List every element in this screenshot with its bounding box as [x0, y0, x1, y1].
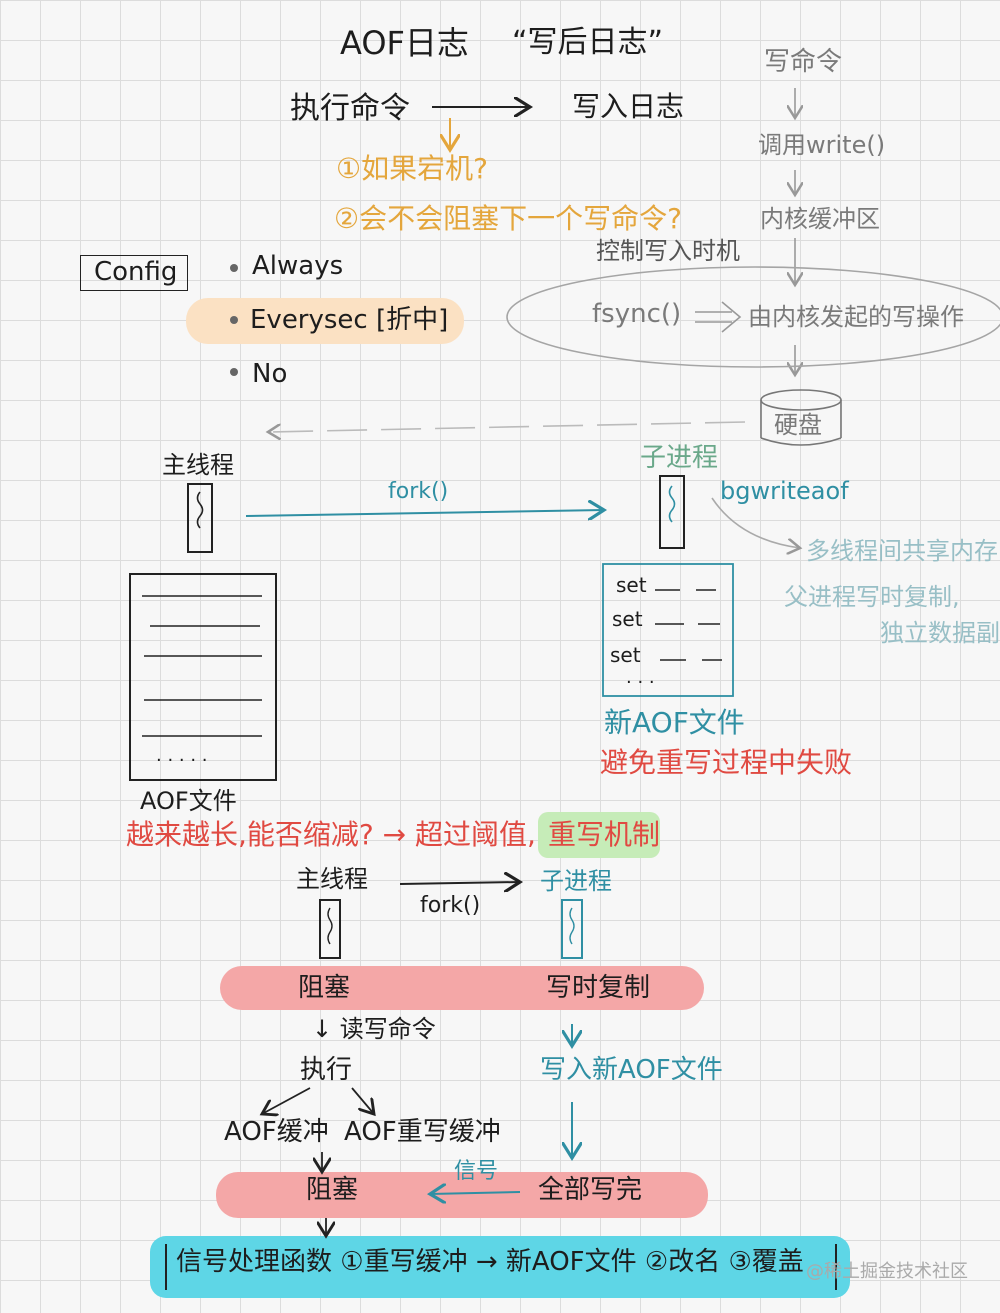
- bottom-child: 子进程: [540, 867, 612, 895]
- aof-rewrite-buffer-label: AOF重写缓冲: [344, 1117, 501, 1147]
- new-aof-box: [602, 563, 734, 697]
- risk-2: ②会不会阻塞下一个写命令?: [334, 202, 682, 235]
- fork-arrow: [245, 510, 604, 516]
- read-write-label: ↓ 读写命令: [312, 1015, 436, 1043]
- signal-arrow: [430, 1192, 521, 1194]
- rewrite-highlight: [538, 812, 660, 858]
- kernel-write-label: 由内核发起的写操作: [748, 303, 964, 331]
- write-after-title: “写后日志”: [512, 25, 664, 60]
- bgrewrite-label: bgwriteaof: [720, 477, 849, 505]
- config-label: Config: [94, 257, 178, 287]
- aof-file-ellipsis: . . . . .: [156, 745, 208, 766]
- bottom-fork: fork(): [420, 893, 481, 918]
- watermark: @稀土掘金技术社区: [806, 1261, 968, 1282]
- avoid-failure-label: 避免重写过程中失败: [600, 746, 853, 779]
- new-aof-ellipsis: . . .: [626, 667, 655, 688]
- main-thread-label: 主线程: [162, 451, 234, 479]
- growth-question: 越来越长,能否缩减? → 超过阈值,: [126, 818, 536, 851]
- write-new-aof-label: 写入新AOF文件: [540, 1055, 723, 1085]
- fork-arrow-bottom: [399, 882, 520, 884]
- aof-buffer-label: AOF缓冲: [224, 1117, 329, 1147]
- set-row-2: set: [612, 607, 643, 631]
- fork-label: fork(): [388, 479, 449, 504]
- exec-label: 执行: [300, 1055, 353, 1085]
- config-box: [80, 255, 188, 291]
- block-bar-1: [220, 966, 704, 1010]
- block-label-1: 阻塞: [298, 973, 351, 1003]
- option-always: Always: [252, 251, 344, 281]
- aof-file-label: AOF文件: [140, 787, 237, 815]
- control-label: 控制写入时机: [596, 237, 740, 265]
- block-bar-2: [216, 1172, 708, 1218]
- set-row-1: set: [616, 573, 647, 597]
- cow-label: 写时复制: [546, 973, 651, 1003]
- bullet-icon: [230, 368, 238, 376]
- block-label-2: 阻塞: [306, 1175, 359, 1205]
- bullet-icon: [230, 264, 238, 272]
- shared-mem-note: 多线程间共享内存: [806, 537, 998, 565]
- all-done-label: 全部写完: [538, 1175, 643, 1205]
- kernel-buf-label: 内核缓冲区: [760, 205, 880, 233]
- risk-1: ①如果宕机?: [336, 152, 488, 185]
- handler-bar: [150, 1236, 850, 1298]
- new-aof-label: 新AOF文件: [604, 706, 745, 739]
- disk-label: 硬盘: [774, 411, 822, 439]
- cow-note: 父进程写时复制,: [784, 583, 960, 611]
- bullet-icon: [230, 316, 238, 324]
- rewrite-mechanism: 重写机制: [548, 818, 661, 851]
- aof-file-box: [129, 573, 277, 781]
- child-label: 子进程: [640, 443, 719, 473]
- signal-handler-label: 信号处理函数 ①重写缓冲 → 新AOF文件 ②改名 ③覆盖: [176, 1247, 804, 1277]
- exec-cmd-label: 执行命令: [290, 91, 410, 126]
- bottom-main-thread: 主线程: [296, 865, 368, 893]
- set-row-3: set: [610, 643, 641, 667]
- aof-title: AOF日志: [340, 24, 469, 62]
- copy-note: 独立数据副本: [880, 619, 1000, 647]
- option-everysec: Everysec [折中]: [250, 305, 449, 335]
- write-log-label: 写入日志: [572, 90, 685, 123]
- write-cmd-label: 写命令: [764, 47, 843, 77]
- call-write-label: 调用write(): [758, 131, 886, 159]
- fsync-ellipse: [506, 266, 1000, 368]
- signal-label: 信号: [454, 1159, 499, 1184]
- fsync-label: fsync(): [592, 299, 682, 329]
- option-no: No: [252, 359, 288, 389]
